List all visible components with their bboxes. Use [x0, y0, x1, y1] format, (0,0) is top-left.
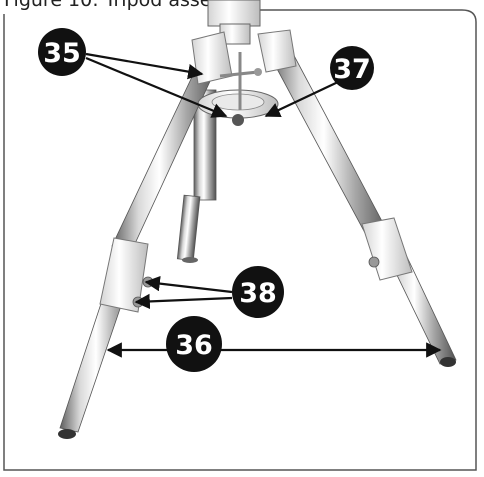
figure-caption: Figure 10: Tripod assembly — [4, 0, 259, 11]
leader-lines — [85, 52, 442, 358]
callout-38-label: 38 — [239, 278, 277, 309]
callout-36: 36 — [166, 316, 222, 372]
callout-35: 35 — [38, 28, 86, 76]
callout-38: 38 — [232, 266, 284, 318]
mount-head — [207, 0, 261, 45]
figure-frame — [3, 9, 477, 471]
tripod-leg-right — [267, 47, 457, 367]
callout-37: 37 — [330, 46, 374, 90]
callout-36-label: 36 — [175, 330, 213, 361]
tripod-leg-left — [58, 59, 219, 439]
callout-35-label: 35 — [43, 38, 81, 69]
callout-37-label: 37 — [333, 54, 371, 85]
